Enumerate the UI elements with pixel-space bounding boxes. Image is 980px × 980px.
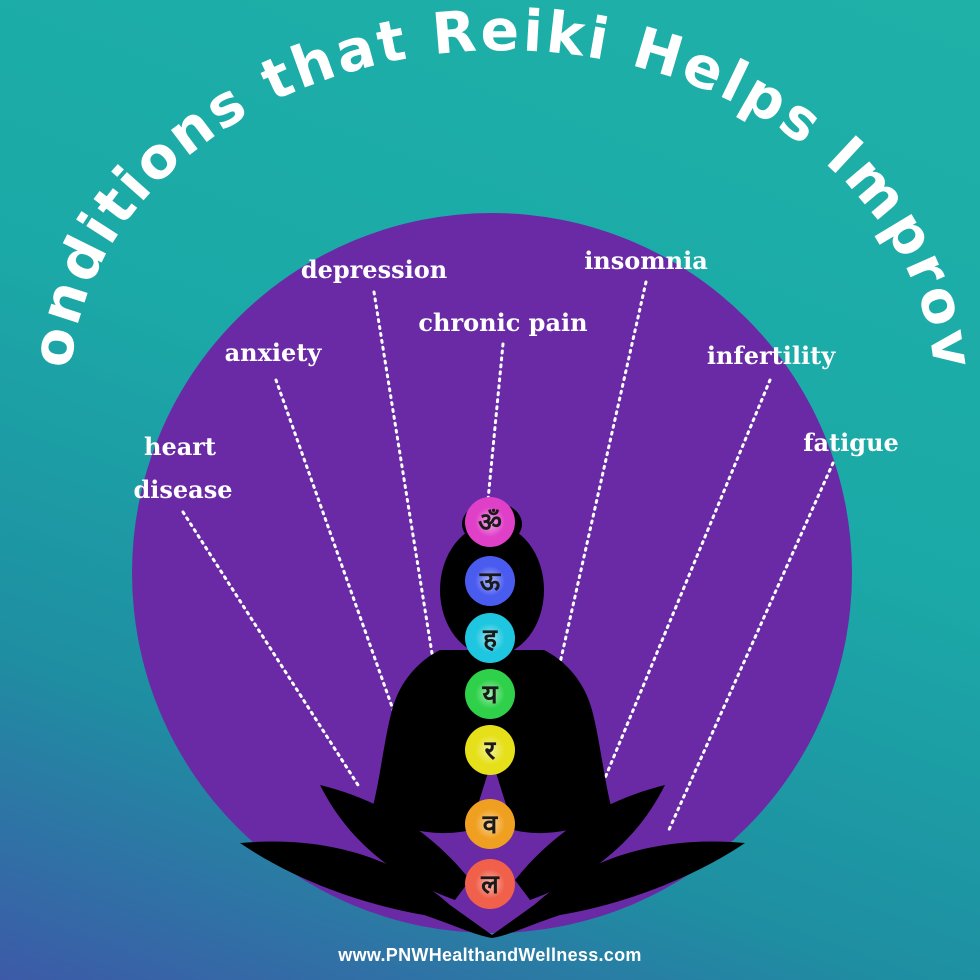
chakra-throat: ह: [465, 613, 515, 663]
chakra-glyph: व: [482, 810, 499, 840]
chakra-glow: [465, 799, 515, 849]
lotus-left-petal: [320, 785, 470, 900]
ray-depression: [372, 290, 437, 674]
label-disease: disease: [133, 475, 232, 504]
chakra-heart: य: [465, 669, 515, 719]
chakra-glyph: ॐ: [478, 508, 502, 538]
ray-heart-disease: [181, 510, 360, 787]
chakra-third-eye: ऊ: [465, 556, 515, 606]
chakra-glow: [465, 725, 515, 775]
chakra-solar-plexus: र: [465, 725, 515, 775]
chakra-glow: [465, 556, 515, 606]
chakra-glow: [465, 859, 515, 909]
label-fatigue: fatigue: [803, 428, 899, 457]
chakra-glyph: य: [481, 680, 498, 710]
ray-chronic-pain: [486, 342, 505, 502]
chakra-glyph: ह: [482, 624, 498, 654]
label-anxiety: anxiety: [225, 338, 323, 367]
ray-fatigue: [666, 461, 835, 834]
label-heart: heart: [144, 432, 216, 461]
chakra-glyph: ऊ: [479, 567, 502, 597]
dotted-rays: [181, 280, 835, 834]
label-chronic-pain: chronic pain: [418, 308, 587, 337]
footer-url[interactable]: www.PNWHealthandWellness.com: [338, 945, 642, 965]
chakra-sacral: व: [465, 799, 515, 849]
chakra-root: ल: [465, 859, 515, 909]
lotus-right-petal: [515, 785, 665, 900]
chakra-glyph: ल: [480, 870, 500, 900]
ray-infertility: [603, 378, 772, 780]
label-infertility: infertility: [707, 341, 836, 370]
chakra-crown: ॐ: [465, 497, 515, 547]
label-depression: depression: [301, 255, 447, 284]
label-insomnia: insomnia: [584, 246, 708, 275]
chakra-glow: [465, 613, 515, 663]
chakra-glyph: र: [484, 736, 497, 766]
chakra-glow: [465, 669, 515, 719]
lotus-base: [240, 841, 745, 938]
chakra-glow: [465, 497, 515, 547]
